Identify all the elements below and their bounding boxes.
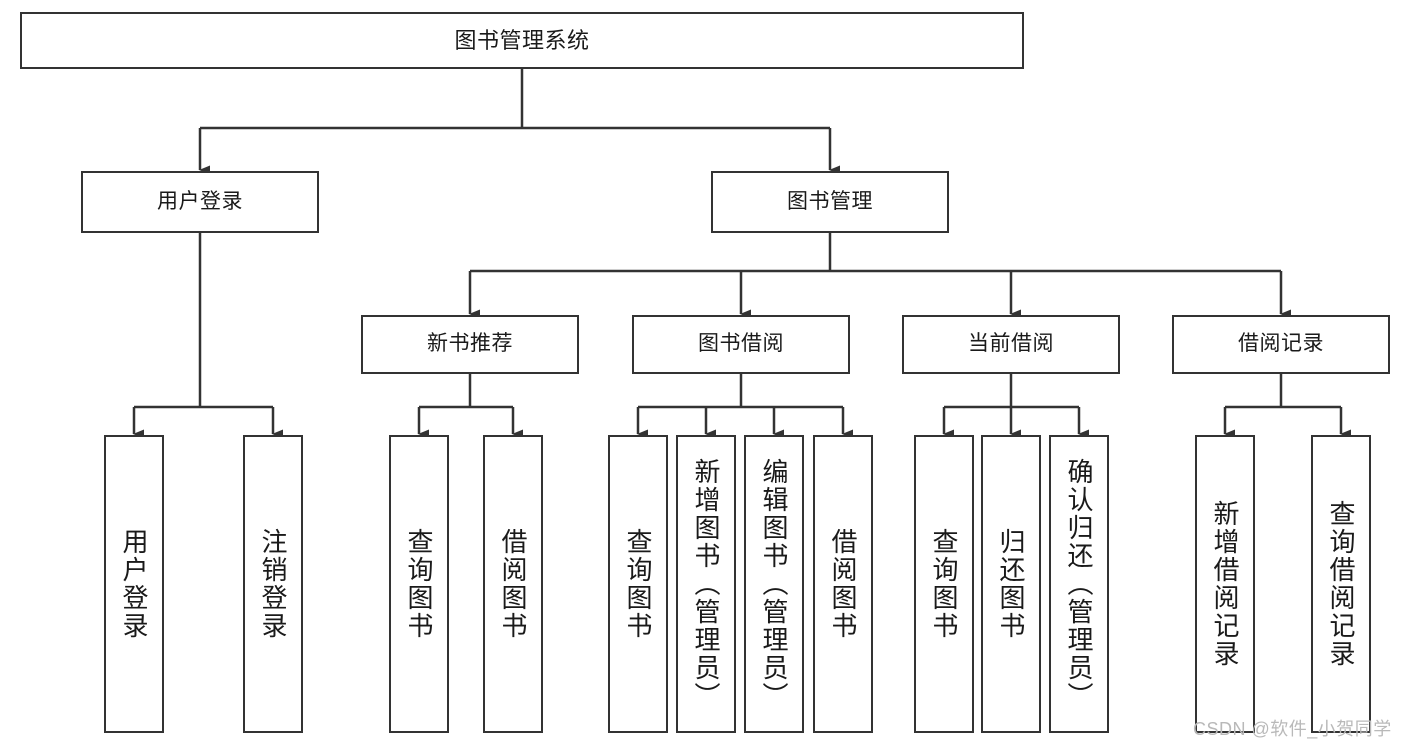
node-leaf-user-logout[interactable]: 注销登录 [243,435,303,733]
node-leaf-return-book[interactable]: 归还图书 [981,435,1041,733]
node-label: 图书管理 [787,189,873,213]
node-label: 归还图书 [996,528,1026,640]
node-current-borrow[interactable]: 当前借阅 [902,315,1120,374]
node-label: 编辑图书（管理员） [759,458,789,710]
node-book-borrow[interactable]: 图书借阅 [632,315,850,374]
node-label: 图书管理系统 [454,27,590,53]
node-label: 确认归还（管理员） [1064,458,1094,710]
node-leaf-add-record[interactable]: 新增借阅记录 [1195,435,1255,733]
node-label: 查询图书 [929,528,959,640]
node-leaf-borrow-book-2[interactable]: 借阅图书 [813,435,873,733]
node-label: 新增借阅记录 [1210,500,1240,668]
node-label: 查询图书 [404,528,434,640]
node-label: 新书推荐 [427,332,513,356]
node-label: 新增图书（管理员） [691,458,721,710]
node-borrow-record[interactable]: 借阅记录 [1172,315,1390,374]
node-leaf-query-record[interactable]: 查询借阅记录 [1311,435,1371,733]
node-label: 查询图书 [623,528,653,640]
node-leaf-query-book-2[interactable]: 查询图书 [608,435,668,733]
node-leaf-query-book-1[interactable]: 查询图书 [389,435,449,733]
node-label: 用户登录 [157,189,243,213]
node-label: 注销登录 [258,528,288,640]
node-label: 当前借阅 [968,332,1054,356]
node-label: 借阅图书 [498,528,528,640]
node-label: 借阅图书 [828,528,858,640]
node-leaf-user-login[interactable]: 用户登录 [104,435,164,733]
node-root[interactable]: 图书管理系统 [20,12,1024,69]
node-label: 图书借阅 [698,332,784,356]
node-leaf-borrow-book-1[interactable]: 借阅图书 [483,435,543,733]
node-new-book-rec[interactable]: 新书推荐 [361,315,579,374]
node-label: 用户登录 [119,528,149,640]
node-leaf-edit-book[interactable]: 编辑图书（管理员） [744,435,804,733]
node-book-manage[interactable]: 图书管理 [711,171,949,233]
node-label: 查询借阅记录 [1326,500,1356,668]
node-user-login[interactable]: 用户登录 [81,171,319,233]
node-label: 借阅记录 [1238,332,1324,356]
csdn-watermark: CSDN @软件_小贺同学 [1193,719,1392,739]
node-leaf-add-book[interactable]: 新增图书（管理员） [676,435,736,733]
node-leaf-query-book-3[interactable]: 查询图书 [914,435,974,733]
node-leaf-confirm-return[interactable]: 确认归还（管理员） [1049,435,1109,733]
